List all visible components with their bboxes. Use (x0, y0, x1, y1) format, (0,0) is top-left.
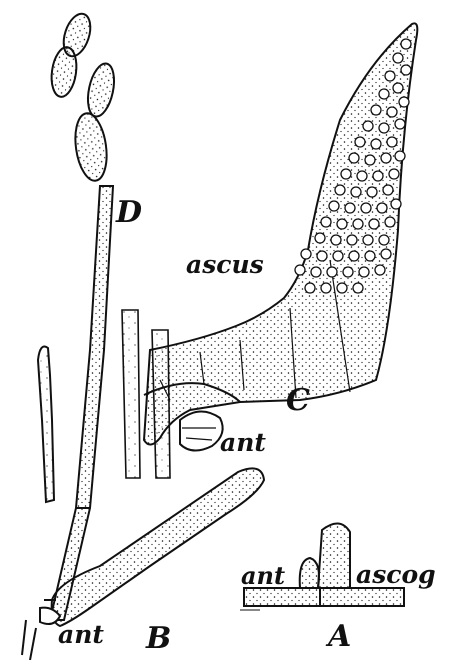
label-ascus: ascus (186, 252, 264, 277)
hypha-d (44, 186, 113, 620)
label-d: D (116, 198, 142, 228)
spore-chain-d (49, 10, 119, 182)
stem-base (22, 620, 36, 660)
label-ant-a: ant (241, 564, 285, 588)
label-ant-c: ant (220, 430, 266, 455)
label-c: C (286, 386, 310, 416)
label-a: A (328, 622, 351, 652)
label-ascog: ascog (356, 562, 436, 587)
label-b: B (146, 624, 171, 654)
label-ant-b: ant (58, 622, 104, 647)
side-branch (38, 347, 54, 503)
ascus-c (144, 23, 417, 450)
